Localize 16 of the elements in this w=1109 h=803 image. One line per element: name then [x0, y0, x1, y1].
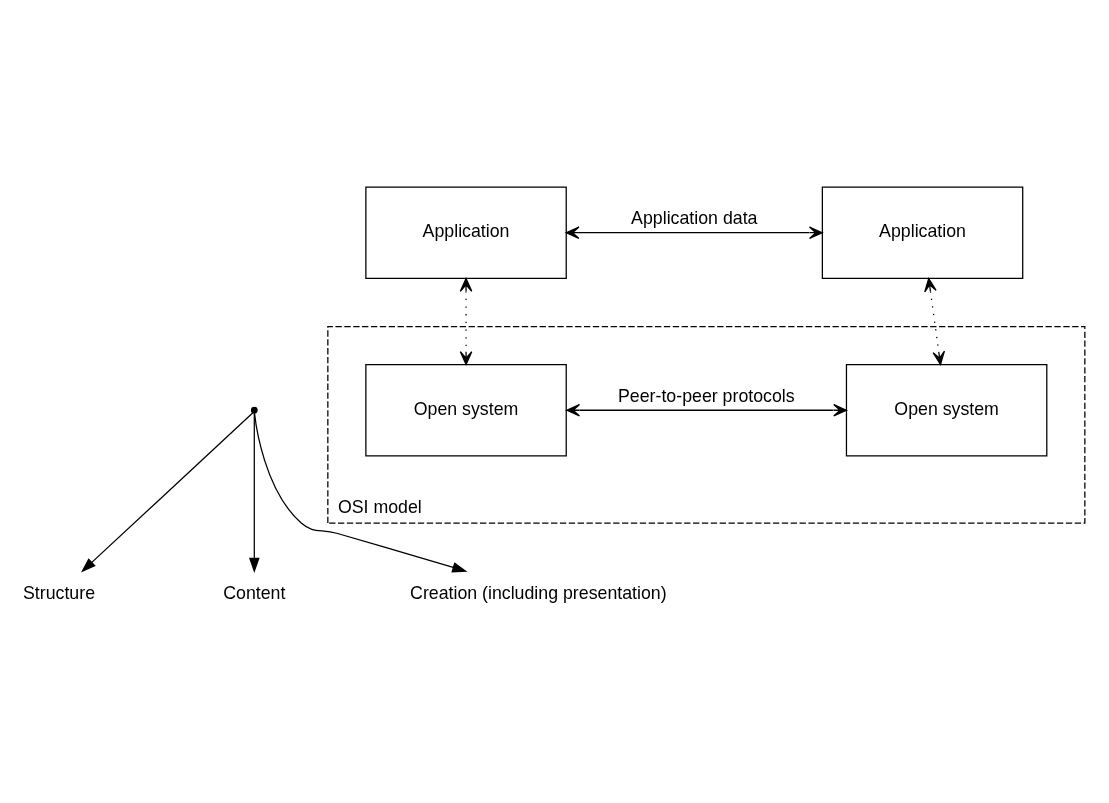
edge-label: Application data — [631, 207, 758, 228]
arrow — [566, 403, 848, 417]
arrow — [459, 277, 473, 365]
node-box: Application — [365, 185, 567, 279]
node-point — [250, 406, 258, 414]
node-text: Structure — [23, 582, 96, 603]
node-box: Open system — [365, 363, 567, 457]
edge-label: Peer-to-peer protocols — [618, 385, 795, 406]
arrow — [253, 412, 468, 572]
arrow — [565, 225, 823, 239]
node-box: Open system — [845, 363, 1048, 457]
node-text: Content — [223, 582, 286, 603]
node-text: Creation (including presentation) — [410, 582, 667, 603]
node-box: Application — [821, 185, 1024, 279]
arrow — [924, 277, 946, 365]
arrow — [81, 411, 254, 572]
